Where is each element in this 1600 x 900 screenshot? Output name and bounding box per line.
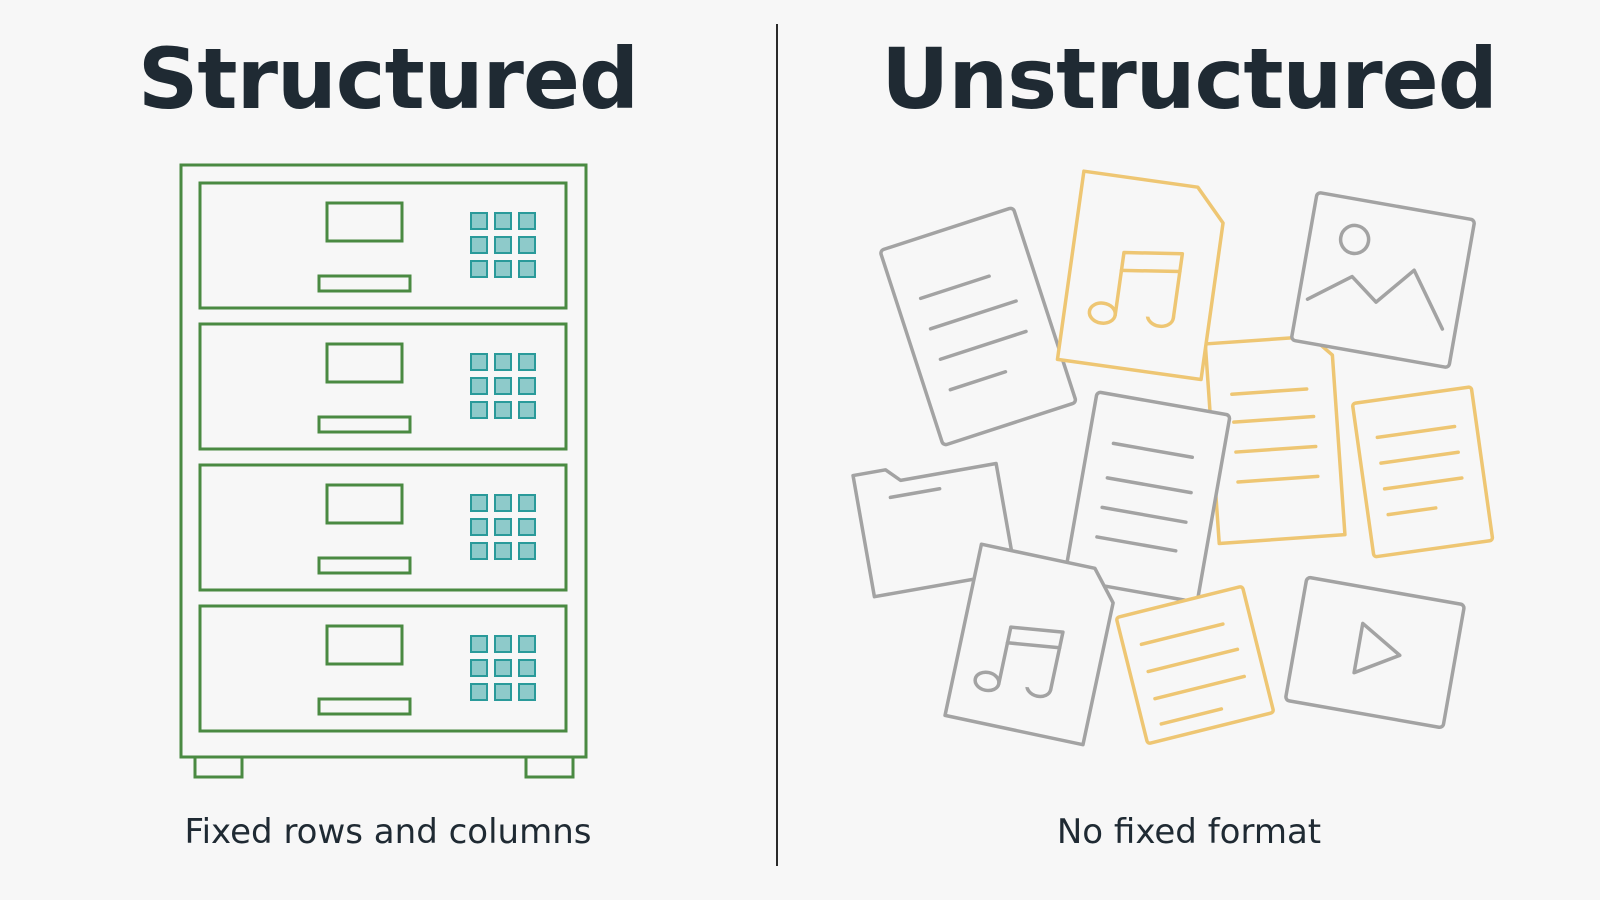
cabinet-drawer (198, 322, 568, 451)
document-icon (1063, 390, 1232, 604)
drawer-handle (317, 556, 412, 575)
unstructured-panel: Unstructured (778, 0, 1600, 900)
music-file-icon (943, 542, 1115, 747)
cabinet-foot-right (524, 755, 575, 779)
document-icon (1351, 385, 1495, 559)
drawer-label-slot (325, 483, 404, 525)
structured-panel: Structured Fixed rows and columns (0, 0, 776, 900)
document-icon (1115, 585, 1275, 745)
cabinet-drawer (198, 181, 568, 310)
drawer-handle (317, 697, 412, 716)
drawer-label-slot (325, 624, 404, 666)
grid-icon (470, 635, 536, 701)
cabinet-body (179, 163, 588, 759)
drawer-handle (317, 274, 412, 293)
grid-icon (470, 353, 536, 419)
drawer-label-slot (325, 342, 404, 384)
drawer-label-slot (325, 201, 404, 243)
structured-title: Structured (137, 30, 639, 128)
grid-icon (470, 212, 536, 278)
cabinet-foot-left (193, 755, 244, 779)
folder-icon (851, 461, 1017, 599)
image-file-icon (1290, 191, 1476, 369)
cabinet-drawer (198, 463, 568, 592)
grid-icon (470, 494, 536, 560)
video-file-icon (1284, 575, 1466, 730)
scattered-files-illustration (851, 169, 1495, 747)
unstructured-title: Unstructured (881, 30, 1498, 128)
center-divider (776, 24, 778, 866)
filing-cabinet-illustration (179, 163, 588, 779)
unstructured-caption: No fixed format (1056, 812, 1322, 852)
drawer-handle (317, 415, 412, 434)
cabinet-drawer (198, 604, 568, 733)
structured-caption: Fixed rows and columns (184, 812, 592, 852)
music-file-icon (1055, 169, 1225, 382)
document-icon (879, 206, 1078, 447)
